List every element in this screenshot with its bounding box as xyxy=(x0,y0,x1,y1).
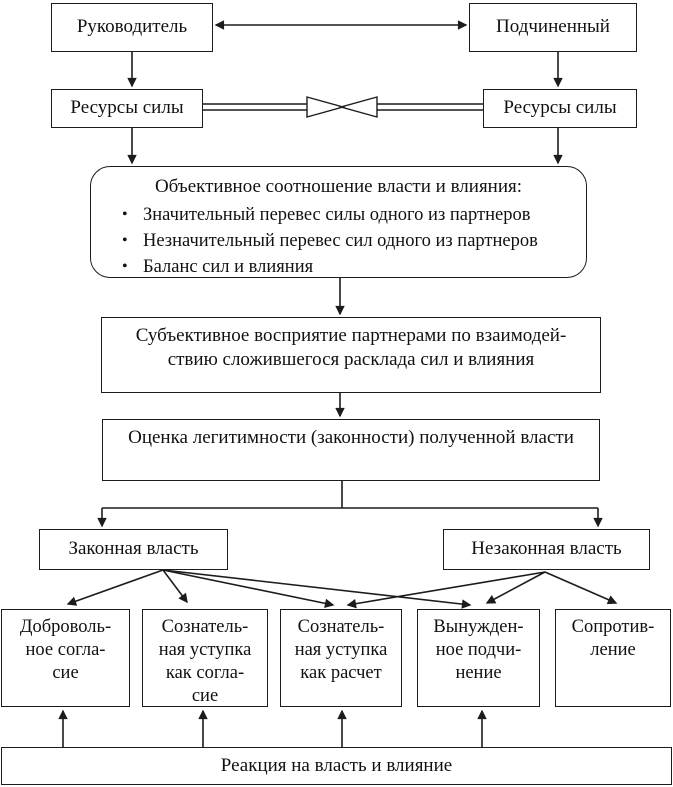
objective-bullet-2-text: Незначительный перевес сил одного из пар… xyxy=(143,230,538,251)
arrow-legal-to-outcome2 xyxy=(162,569,188,604)
leader-box: Руководитель xyxy=(51,3,213,52)
subordinate-box: Подчиненный xyxy=(469,3,637,52)
bullet-icon: • xyxy=(122,231,128,249)
arrow-illegal-to-outcome3 xyxy=(346,571,546,609)
arrow-illegal-to-outcome4 xyxy=(485,571,546,604)
objective-bullet-3-text: Баланс сил и влияния xyxy=(143,256,314,277)
outcome-3-line: Сознатель- xyxy=(297,617,385,637)
arrow-illegal-to-outcome5 xyxy=(544,571,618,605)
arrow-legal-to-outcome4 xyxy=(162,569,472,609)
arrow-legal-to-outcome3 xyxy=(162,569,335,609)
outcome-5-line: ление xyxy=(590,640,636,660)
legal-power-label: Законная власть xyxy=(68,538,199,560)
subjective-line-2: ствию сложившегося расклада сил и влияни… xyxy=(167,349,535,370)
arrow-legal-to-outcome1 xyxy=(66,569,164,606)
outcome-3-line: ная уступка xyxy=(294,640,388,660)
leader-label: Руководитель xyxy=(76,16,188,38)
outcome-concession-as-calculation-box: Сознатель- ная уступка как расчет xyxy=(280,609,402,707)
resources-left-box: Ресурсы силы xyxy=(51,89,203,128)
outcome-4-line: Вынужден- xyxy=(433,617,524,637)
objective-relation-box: Объективное соотношение власти и влияния… xyxy=(90,166,587,278)
resources-left-label: Ресурсы силы xyxy=(70,97,184,119)
legitimacy-box: Оценка легитимности (законности) получен… xyxy=(102,419,600,481)
subjective-perception-box: Субъективное восприятие партнерами по вз… xyxy=(101,317,601,393)
bullet-icon: • xyxy=(122,205,128,223)
objective-bullet-1: • Значительный перевес силы одного из па… xyxy=(91,202,586,228)
resources-right-box: Ресурсы силы xyxy=(483,89,637,128)
outcome-1-line: ное согла- xyxy=(25,640,106,660)
legal-power-box: Законная власть xyxy=(39,529,228,570)
reaction-box: Реакция на власть и влияние xyxy=(1,747,672,785)
outcome-concession-as-consent-box: Сознатель- ная уступка как согла- сие xyxy=(142,609,268,707)
objective-title: Объективное соотношение власти и влияния… xyxy=(154,176,523,197)
objective-bullet-1-text: Значительный перевес силы одного из парт… xyxy=(143,204,531,225)
objective-bullet-2: • Незначительный перевес сил одного из п… xyxy=(91,228,586,254)
outcome-3-line: как расчет xyxy=(300,663,382,683)
outcome-forced-submission-box: Вынужден- ное подчи- нение xyxy=(417,609,540,707)
reaction-label: Реакция на власть и влияние xyxy=(220,754,453,776)
outcome-2-line: как согла- xyxy=(165,663,245,683)
outcome-1-line: сие xyxy=(52,663,79,683)
hollow-arrowhead-right xyxy=(306,96,346,118)
outcome-4-line: нение xyxy=(455,663,502,683)
objective-bullet-3: • Баланс сил и влияния xyxy=(91,254,586,280)
outcome-2-line: сие xyxy=(191,686,219,706)
hollow-arrowhead-left xyxy=(338,96,378,118)
outcome-5-line: Сопротив- xyxy=(571,617,655,637)
outcome-4-line: ное подчи- xyxy=(435,640,522,660)
resources-exchange-arrows xyxy=(203,96,483,118)
subjective-line-1: Субъективное восприятие партнерами по вз… xyxy=(135,325,567,346)
split-connector xyxy=(102,481,598,509)
subordinate-label: Подчиненный xyxy=(496,16,610,38)
bullet-icon: • xyxy=(122,257,128,275)
legitimacy-label: Оценка легитимности (законности) получен… xyxy=(128,427,574,448)
outcome-2-line: Сознатель- xyxy=(161,617,249,637)
illegal-power-label: Незаконная власть xyxy=(471,538,622,560)
outcome-resistance-box: Сопротив- ление xyxy=(555,609,671,707)
resources-right-label: Ресурсы силы xyxy=(503,97,617,119)
illegal-power-box: Незаконная власть xyxy=(443,529,650,570)
outcome-voluntary-consent-box: Доброволь- ное согла- сие xyxy=(1,609,130,707)
outcome-2-line: ная уступка xyxy=(158,640,252,660)
outcome-1-line: Доброволь- xyxy=(19,617,112,637)
